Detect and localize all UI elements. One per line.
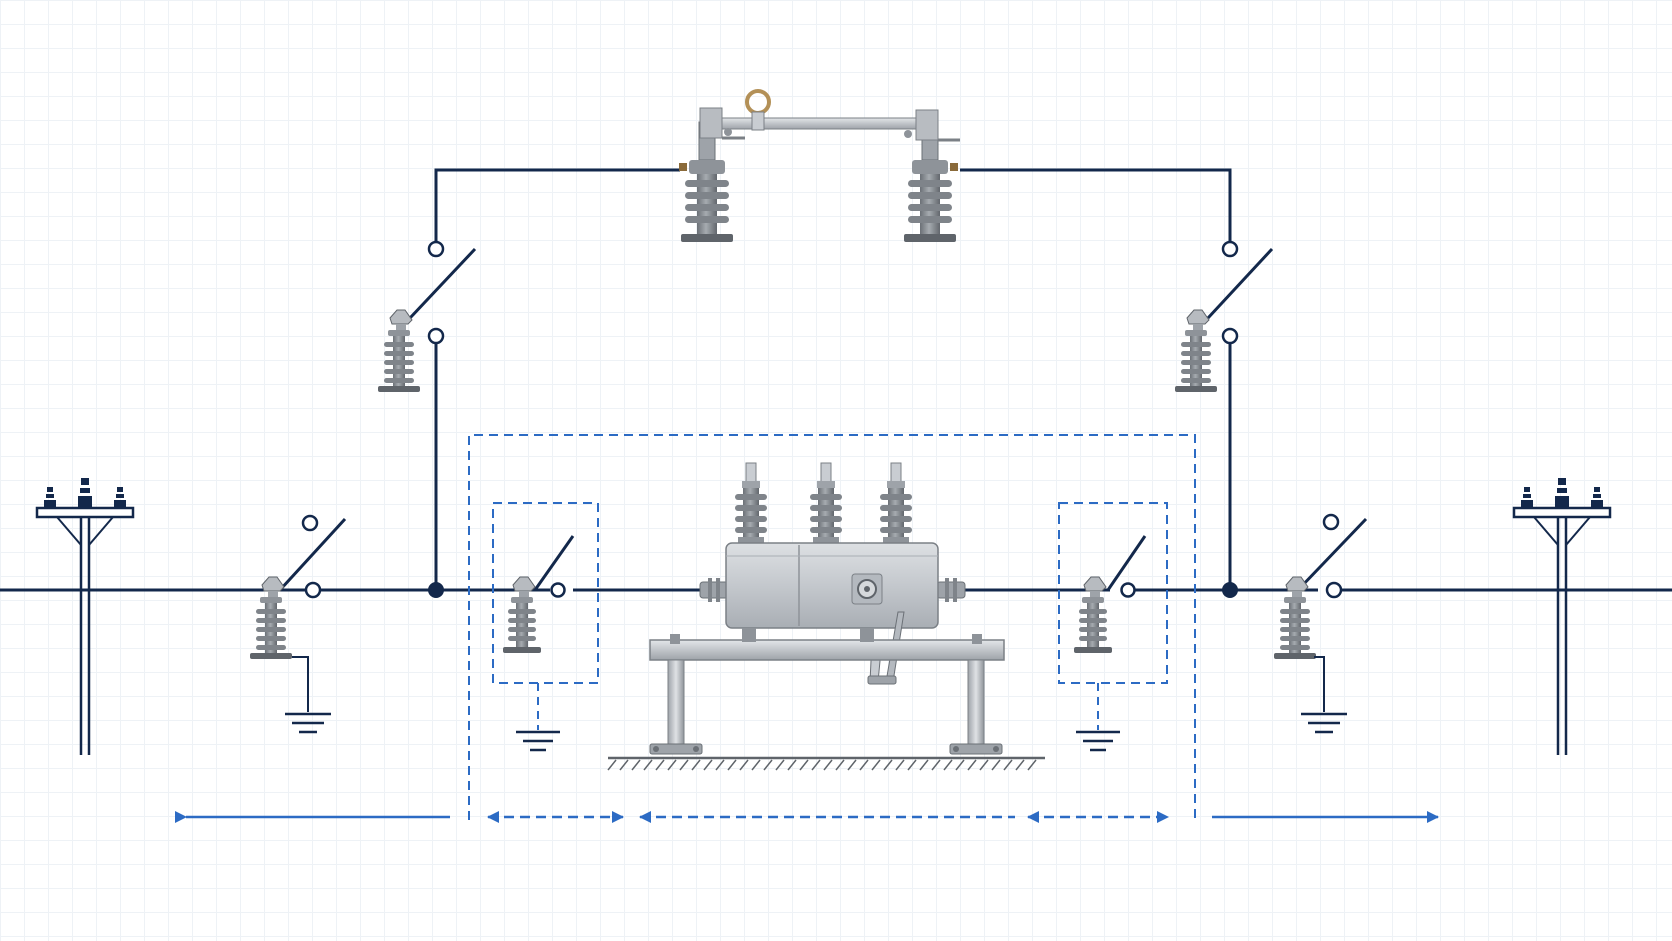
switch-blade	[1206, 247, 1274, 320]
switch-contact-open	[1322, 513, 1340, 531]
insulator-icon	[679, 121, 733, 242]
switch-contact-line	[304, 581, 322, 599]
switch-blade	[1106, 535, 1147, 591]
switch-contact-line	[1325, 581, 1343, 599]
insulator-icon	[503, 576, 541, 653]
side-bushing-icon	[699, 578, 966, 602]
line-disconnect-switch-left[interactable]	[250, 514, 347, 734]
bypass-path	[434, 168, 1232, 590]
recloser-icon[interactable]	[649, 462, 1005, 755]
bypass-disconnect-switch-right[interactable]	[1175, 240, 1274, 392]
isolating-switch-left[interactable]	[503, 535, 575, 752]
cutout-blade	[707, 117, 937, 130]
switch-contact-line	[1120, 582, 1136, 598]
ground-icon	[1301, 712, 1347, 734]
junction-dot-left	[428, 582, 444, 598]
insulator-icon	[250, 576, 292, 659]
zone-outlines	[468, 434, 1196, 820]
bypass-cutout-switch[interactable]	[679, 89, 960, 242]
switch-blade	[278, 517, 347, 592]
insulator-icon	[378, 309, 420, 392]
bushing-icon	[810, 462, 842, 545]
bypass-disconnect-switch-left[interactable]	[378, 240, 477, 392]
bypass-line-left-top	[434, 168, 680, 242]
pole-insulator-icon	[44, 478, 126, 508]
switch-contact-bottom	[427, 327, 445, 345]
ground-lead	[1314, 656, 1325, 712]
ground-lead	[292, 656, 309, 712]
utility-pole-icon	[35, 478, 135, 755]
switch-contact-top	[1221, 240, 1239, 258]
recloser-tank	[725, 542, 939, 629]
insulator-icon	[1175, 309, 1217, 392]
pull-ring-icon	[745, 89, 771, 115]
bypass-line-right-top	[960, 168, 1232, 242]
junction-dot-right	[1222, 582, 1238, 598]
pole-insulator-icon	[1521, 478, 1603, 508]
isolating-switch-right-zone	[1058, 502, 1168, 684]
switch-contact-line	[550, 582, 566, 598]
bushing-icon	[880, 462, 912, 545]
insulator-icon	[904, 121, 958, 242]
switch-blade	[1296, 517, 1368, 592]
ground-icon	[285, 712, 331, 734]
insulator-icon	[1274, 576, 1316, 659]
isolating-switch-right[interactable]	[1074, 535, 1147, 752]
isolating-switch-left-zone	[492, 502, 599, 684]
line-disconnect-switch-right[interactable]	[1274, 513, 1368, 734]
ground-hatch	[607, 756, 1045, 771]
bushing-icon	[735, 462, 767, 545]
switch-contact-bottom	[1221, 327, 1239, 345]
utility-pole-icon	[1512, 478, 1612, 755]
ground-icon	[516, 730, 560, 752]
ground-icon	[1076, 730, 1120, 752]
switch-blade	[533, 535, 575, 591]
switch-contact-top	[427, 240, 445, 258]
switch-contact-open	[301, 514, 319, 532]
switch-blade	[408, 247, 477, 320]
mounting-frame	[649, 639, 1005, 661]
insulator-icon	[1074, 576, 1112, 653]
